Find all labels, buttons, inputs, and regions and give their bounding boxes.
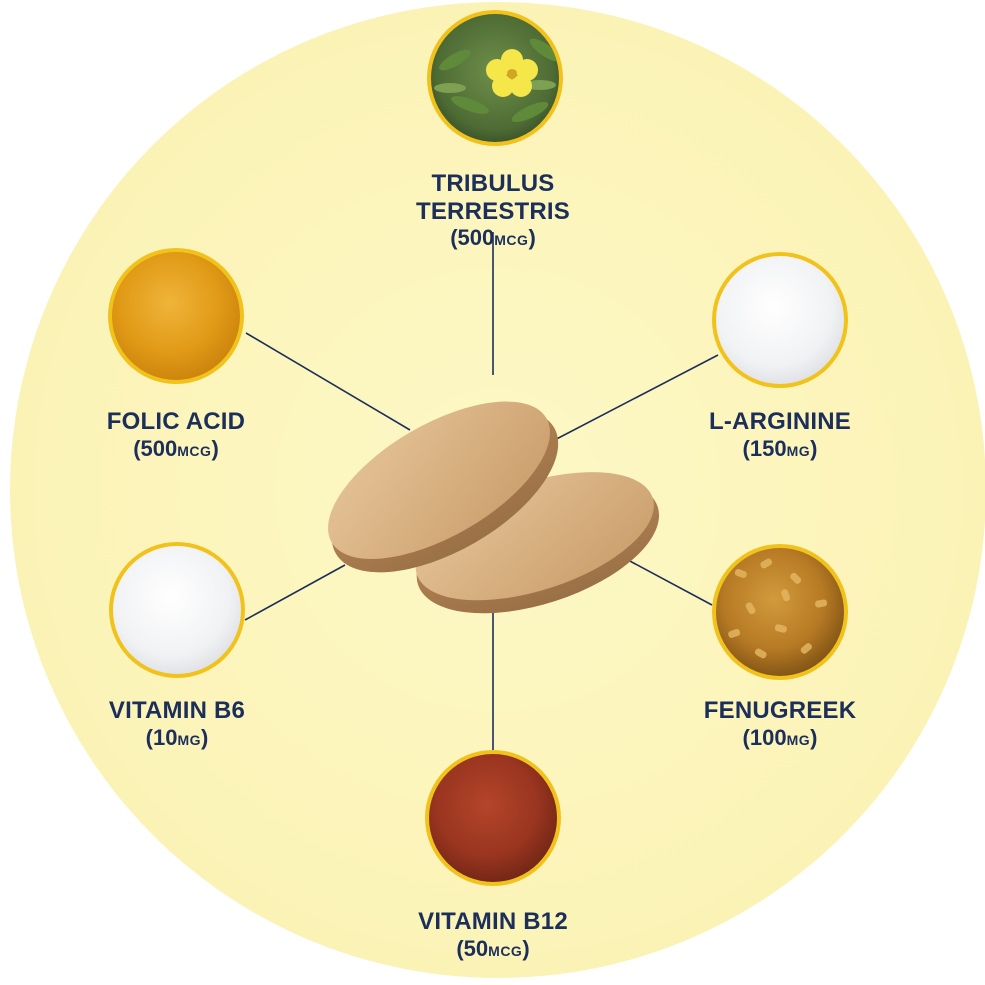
connector-line (245, 332, 411, 431)
flower-leaves-icon (427, 10, 563, 146)
ingredient-dose: (500MCG) (133, 435, 219, 461)
ingredient-label-vitamin-b6: VITAMIN B6 (10MG) (47, 697, 307, 750)
ingredient-label-l-arginine: L-ARGININE (150MG) (650, 408, 910, 461)
ingredient-dose: (50MCG) (456, 935, 530, 961)
tablets-image (328, 401, 660, 614)
ingredient-dose: (100MG) (742, 724, 818, 750)
connector-line (627, 559, 713, 606)
white-powder-icon (109, 542, 245, 678)
ingredient-label-vitamin-b12: VITAMIN B12 (50MCG) (363, 908, 623, 961)
orange-powder-icon (108, 248, 244, 384)
ingredient-name: VITAMIN B6 (108, 697, 246, 724)
ingredient-label-folic-acid: FOLIC ACID (500MCG) (46, 408, 306, 461)
connector-line (244, 564, 346, 621)
ingredient-dose: (150MG) (742, 435, 818, 461)
ingredient-dose: (500MCG) (450, 225, 536, 251)
ingredient-name: FOLIC ACID (106, 408, 246, 435)
ingredient-label-tribulus: TRIBULUS TERRESTRIS (500MCG) (363, 170, 623, 250)
white-powder-icon (712, 252, 848, 388)
ingredient-name: TRIBULUS TERRESTRIS (415, 170, 570, 225)
seeds-icon (712, 544, 848, 680)
ingredient-label-fenugreek: FENUGREEK (100MG) (650, 697, 910, 750)
connector-lines (244, 232, 719, 750)
red-powder-icon (425, 750, 561, 886)
ingredient-name: L-ARGININE (709, 408, 851, 435)
connector-line (544, 354, 719, 446)
ingredient-name: FENUGREEK (703, 697, 857, 724)
ingredient-name: VITAMIN B12 (418, 908, 568, 935)
ingredient-dose: (10MG) (145, 724, 209, 750)
